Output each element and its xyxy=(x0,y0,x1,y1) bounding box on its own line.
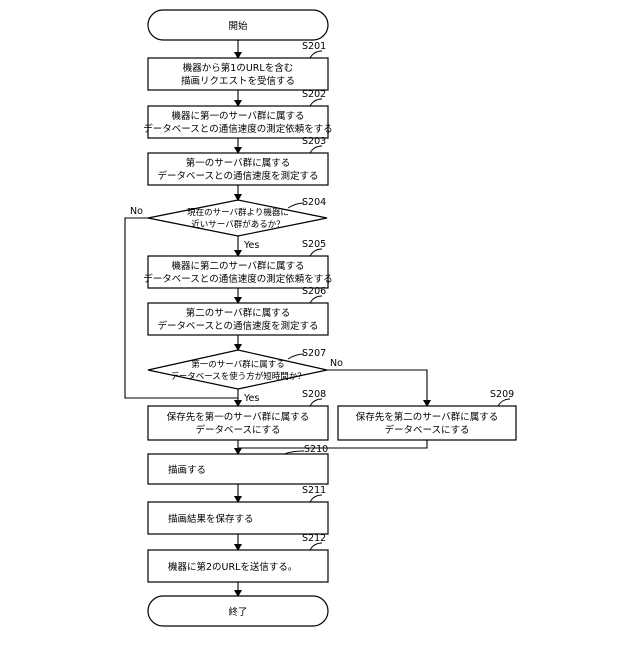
step-s203-leader xyxy=(310,146,322,153)
end-terminator: 終了 xyxy=(148,596,328,626)
edge-s207-no xyxy=(327,370,427,406)
step-s210-line-1: 描画する xyxy=(168,464,206,476)
decision-s204-no-label: No xyxy=(130,206,143,217)
start-label: 開始 xyxy=(228,20,248,32)
step-s208-line-2: データベースにする xyxy=(195,424,280,436)
step-s205-line-1: 機器に第二のサーバ群に属する xyxy=(172,260,305,272)
step-s212-line-1: 機器に第2のURLを送信する。 xyxy=(168,561,297,573)
step-s209-line-1: 保存先を第二のサーバ群に属する xyxy=(356,411,498,423)
decision-s204-line-1: 現在のサーバ群より機器に xyxy=(187,207,289,218)
step-s210-id: S210 xyxy=(304,444,328,455)
step-s208-id: S208 xyxy=(302,389,326,400)
decision-s204-yes-label: Yes xyxy=(243,240,259,251)
step-s209-id: S209 xyxy=(490,389,514,400)
step-s205-leader xyxy=(310,249,322,256)
step-s201-line-1: 機器から第1のURLを含む xyxy=(183,62,293,74)
step-s203-line-2: データベースとの通信速度を測定する xyxy=(158,170,319,182)
start-terminator: 開始 xyxy=(148,10,328,40)
step-s206-line-1: 第二のサーバ群に属する xyxy=(186,307,290,319)
decision-s207-id: S207 xyxy=(302,348,326,359)
step-s211-leader xyxy=(310,495,322,502)
decision-s204-line-2: 近いサーバ群があるか？ xyxy=(191,219,284,230)
step-s209-line-2: データベースにする xyxy=(384,424,469,436)
decision-s204: 現在のサーバ群より機器に 近いサーバ群があるか？ S204 No Yes xyxy=(130,197,327,251)
edge-s209-merge xyxy=(238,440,427,448)
step-s205-line-2: データベースとの通信速度の測定依頼をする xyxy=(143,273,332,285)
decision-s204-id: S204 xyxy=(302,197,326,208)
step-s201-leader xyxy=(310,51,322,58)
step-s211-line-1: 描画結果を保存する xyxy=(168,513,254,525)
step-s201-id: S201 xyxy=(302,41,326,52)
step-s202-id: S202 xyxy=(302,89,326,100)
step-s201-line-2: 描画リクエストを受信する xyxy=(181,75,295,87)
step-s202-line-2: データベースとの通信速度の測定依頼をする xyxy=(143,123,332,135)
step-s208-line-1: 保存先を第一のサーバ群に属する xyxy=(167,411,309,423)
step-s205-id: S205 xyxy=(302,239,326,250)
end-label: 終了 xyxy=(228,606,247,618)
step-s212-leader xyxy=(310,543,322,550)
step-s202-line-1: 機器に第一のサーバ群に属する xyxy=(172,110,305,122)
decision-s207-yes-label: Yes xyxy=(243,393,259,404)
step-s209-leader xyxy=(498,399,510,406)
step-s208-leader xyxy=(310,399,322,406)
decision-s207-no-label: No xyxy=(330,358,343,369)
step-s203-id: S203 xyxy=(302,136,326,147)
step-s206-leader xyxy=(310,296,322,303)
decision-s207-line-1: 第一のサーバ群に属する xyxy=(191,359,284,370)
step-s211-id: S211 xyxy=(302,485,326,496)
decision-s207-line-2: データベースを使う方が短時間か？ xyxy=(170,371,306,382)
step-s206-id: S206 xyxy=(302,286,326,297)
step-s203-line-1: 第一のサーバ群に属する xyxy=(186,157,290,169)
step-s212-id: S212 xyxy=(302,533,326,544)
step-s206-line-2: データベースとの通信速度を測定する xyxy=(158,320,319,332)
step-s202-leader xyxy=(310,99,322,106)
